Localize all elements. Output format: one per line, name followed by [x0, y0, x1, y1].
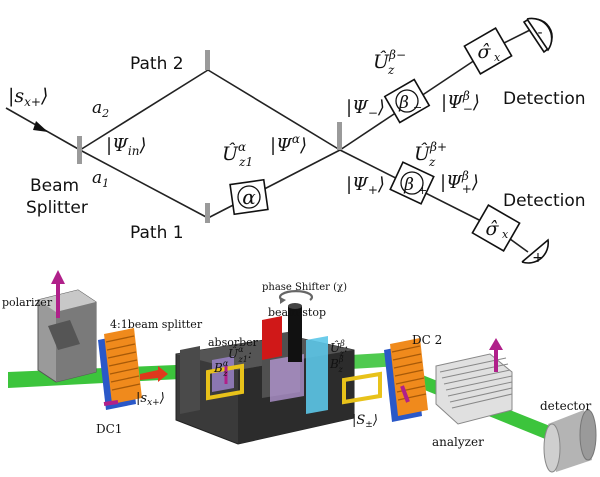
- schematic: α β − β + σ̂ x σ̂ x: [5, 17, 586, 266]
- path-2-upper-right: [207, 69, 341, 151]
- beta-minus-operator-box: β −: [383, 78, 431, 124]
- detector-label: detector: [540, 399, 591, 413]
- analyzer-arrowhead: [489, 338, 503, 350]
- beam-splitter-plate: [77, 136, 82, 164]
- polarizer-arrowhead: [51, 270, 65, 284]
- beta-plus-operator-box: β +: [389, 161, 435, 205]
- alpha-coil-frame: [206, 363, 244, 401]
- psi-in-label: |Ψin⟩: [106, 135, 146, 158]
- psi-beta-minus-label: |Ψβ−⟩: [441, 89, 480, 116]
- psi-minus-label: |Ψ−⟩: [346, 97, 385, 120]
- detector-plus-sign: +: [532, 250, 544, 266]
- input-arrowhead: [33, 121, 48, 132]
- beam-paths: [5, 29, 531, 253]
- beta-plus-box-label: β: [403, 175, 414, 195]
- beta-minus-box-sub: −: [413, 101, 422, 114]
- absorber-label: absorber: [208, 336, 259, 349]
- detection-bottom-label: Detection: [503, 191, 586, 211]
- mirror-path-1: [205, 203, 210, 223]
- path-2-label: Path 2: [130, 54, 184, 74]
- path-1-lower-right: [207, 149, 341, 219]
- beta-plus-box-sub: +: [418, 184, 427, 197]
- sigma-x-top-box: σ̂ x: [463, 27, 513, 75]
- detector-cylinder: [543, 409, 597, 473]
- path-1-label: Path 1: [130, 223, 184, 243]
- polarizer-label: polarizer: [2, 296, 53, 309]
- u-beta-minus-label: Ûβ−z: [373, 48, 406, 77]
- dc1-magenta-arrow: [103, 400, 119, 406]
- red-block: [262, 316, 282, 360]
- u-beta-plus-label: Ûβ+z: [414, 140, 447, 169]
- beam-splitter-label-line2: Splitter: [26, 198, 88, 218]
- detection-top-label: Detection: [503, 89, 586, 109]
- absorber-plate: [212, 356, 234, 392]
- path-1-lower-left: [79, 149, 209, 219]
- input-state-label: |sx+⟩: [8, 85, 48, 109]
- detector-minus-sign: -: [537, 25, 542, 41]
- sigma-top-sub: x: [494, 51, 501, 64]
- sigma-top-label: σ̂: [478, 41, 492, 63]
- analyzer-label: analyzer: [432, 435, 484, 449]
- path-2-upper-left: [79, 69, 209, 151]
- optical-elements: [77, 50, 342, 223]
- dc2-label: DC 2: [412, 333, 442, 347]
- dc2-magenta-arrow: [400, 385, 410, 403]
- s-pm-label: |S±⟩: [352, 413, 378, 430]
- s-x-plus-label: |sx+⟩: [136, 391, 165, 408]
- sigma-bottom-sub: x: [502, 228, 509, 241]
- sigma-bottom-label: σ̂: [486, 218, 500, 240]
- a1-label: a1: [92, 168, 109, 190]
- beam-splitter-label-line1: Beam: [30, 176, 79, 196]
- detector-plus: +: [521, 238, 550, 266]
- sigma-x-bottom-box: σ̂ x: [471, 204, 521, 252]
- psi-alpha-label: |Ψα⟩: [270, 132, 307, 156]
- beta-minus-box-label: β: [398, 93, 409, 113]
- a2-label: a2: [92, 98, 109, 120]
- phase-shifter-label: phase Shifter (χ): [262, 282, 347, 293]
- alpha-box-label: α: [242, 185, 256, 209]
- cyan-plate: [306, 336, 328, 414]
- psi-beta-plus-label: |Ψβ+⟩: [440, 169, 479, 196]
- beta-coil-frame: [342, 371, 382, 405]
- polarizer: [37, 289, 97, 383]
- beam-splitter-label: 4:1beam splitter: [110, 318, 203, 331]
- alpha-operator-box: α: [229, 178, 269, 216]
- dc2-coil: [384, 338, 428, 422]
- center-plate: [270, 354, 304, 402]
- dc1-label: DC1: [96, 422, 122, 436]
- dc1-coil: [98, 328, 142, 410]
- detector-minus: -: [522, 17, 553, 54]
- output-splitter-plate: [337, 122, 342, 150]
- psi-plus-label: |Ψ+⟩: [346, 174, 385, 197]
- mirror-path-2: [205, 50, 210, 70]
- apparatus: polarizer DC1 |sx+⟩ 4:1beam splitter: [2, 270, 597, 473]
- dc1-red-arrow: [140, 366, 168, 382]
- phase-shifter: [278, 289, 314, 362]
- beam-stop-label: beam-stop: [268, 306, 326, 319]
